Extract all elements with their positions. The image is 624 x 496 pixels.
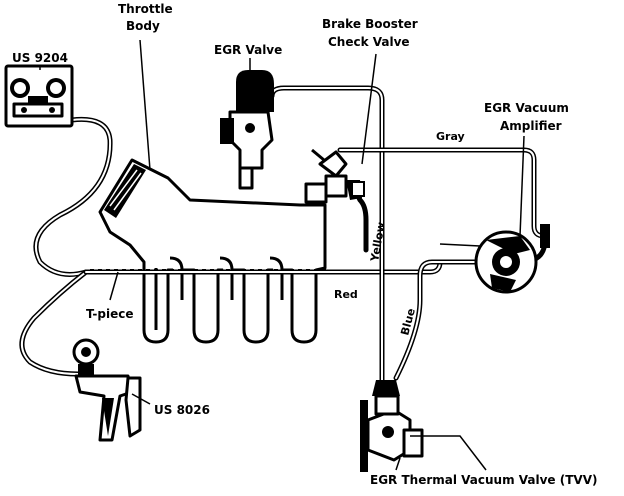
brake-booster-label-line1: Brake Booster — [322, 17, 418, 31]
us9204-gauge — [4, 64, 74, 128]
us9204-label: US 9204 — [12, 51, 68, 65]
egr-vacuum-amplifier — [439, 224, 550, 294]
leader-lines — [39, 39, 525, 471]
brake-booster-label-line2: Check Valve — [328, 35, 410, 49]
throttle-body-label-line2: Body — [126, 19, 160, 33]
us8026-label: US 8026 — [154, 403, 210, 417]
egr-amplifier-label-line2: Amplifier — [500, 119, 562, 133]
brake-booster-check-valve — [304, 148, 365, 204]
t-piece-label: T-piece — [86, 307, 134, 321]
gray-hose-label: Gray — [436, 130, 465, 143]
red-hose-label: Red — [334, 288, 358, 301]
us8026-vacuum-pump — [72, 338, 142, 442]
yellow-hose-label: Yellow — [368, 221, 388, 263]
intake-manifold — [90, 158, 330, 344]
labels: Throttle Body EGR Valve Brake Booster Ch… — [12, 2, 597, 487]
egr-valve-label: EGR Valve — [214, 43, 282, 57]
tvv-label: EGR Thermal Vacuum Valve (TVV) — [370, 473, 597, 487]
egr-valve — [220, 70, 274, 190]
egr-amplifier-label-line1: EGR Vacuum — [484, 101, 569, 115]
throttle-body-label-line1: Throttle — [118, 2, 173, 16]
egr-thermal-vacuum-valve — [360, 380, 424, 472]
